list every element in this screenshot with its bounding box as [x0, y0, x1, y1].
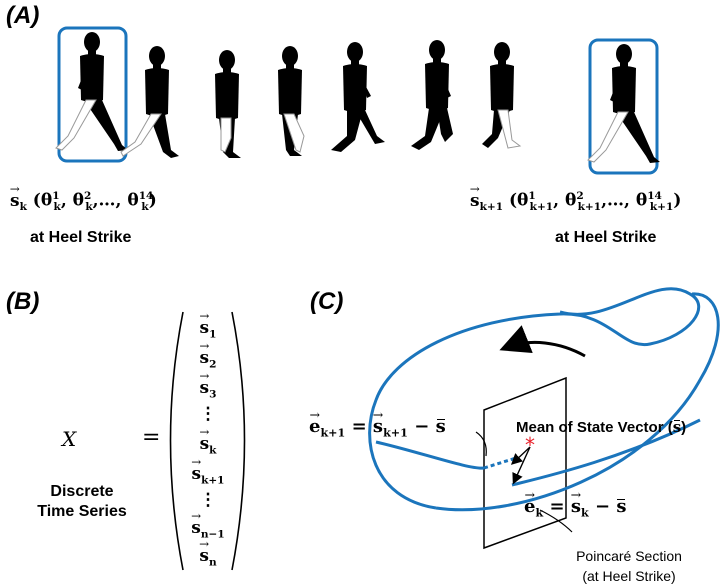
panel-b-label: (B) [6, 288, 40, 315]
mean-marker: * [525, 433, 535, 457]
orbit-back [511, 418, 701, 487]
discrete-caption-2: Time Series [37, 503, 127, 520]
panel-a-label: (A) [6, 2, 40, 29]
state-vector-k: sk (θ1k, θ2k,…, θ14k) [10, 190, 157, 213]
walker-3 [215, 50, 241, 158]
walker-7 [482, 42, 522, 149]
orbit-path-lower [435, 292, 720, 512]
mean-label: Mean of State Vector (s) [516, 418, 687, 436]
matrix-column: s1 s2 s3 ⋮ sk sk+1 ⋮ sn−1 sn [180, 312, 236, 572]
state-vector-k1: sk+1 (θ1k+1, θ2k+1,…, θ14k+1) [470, 190, 681, 213]
section-caption-2: (at Heel Strike) [582, 568, 676, 584]
error-eq-k: ek = sk − s [524, 496, 626, 520]
highlight-box-right [588, 38, 659, 175]
poincare-plane [483, 376, 567, 550]
matrix-row-k1: sk+1 [180, 464, 236, 486]
walker-5 [331, 42, 385, 152]
highlight-box-left [57, 26, 128, 163]
orbit-path [368, 287, 701, 510]
right-heel-strike-label: at Heel Strike [555, 229, 657, 246]
walker-6 [411, 40, 453, 150]
matrix-dots-1: ⋮ [199, 404, 217, 424]
section-caption-1: Poincaré Section [576, 548, 682, 564]
matrix-row-2: s2 [180, 348, 236, 370]
orbit-dashed [483, 456, 517, 470]
walker-1 [55, 32, 128, 151]
vec-s-k: s [10, 191, 20, 211]
leader-ek1 [475, 431, 487, 457]
matrix-row-1: s1 [180, 318, 236, 340]
walker-8 [587, 44, 660, 163]
discrete-caption-1: Discrete [50, 483, 114, 500]
equals-sign: = [142, 425, 161, 450]
matrix-dots-2: ⋮ [199, 490, 217, 510]
error-eq-k1: ek+1 = sk+1 − s [309, 416, 446, 440]
leader-section [539, 509, 573, 533]
matrix-row-3: s3 [180, 378, 236, 400]
panel-c-label: (C) [310, 288, 344, 315]
matrix-row-k: sk [180, 434, 236, 456]
matrix-lhs: X [62, 427, 77, 451]
walker-2 [120, 46, 179, 158]
error-vector-k [512, 446, 531, 485]
walker-4 [278, 46, 305, 156]
error-vector-k1 [510, 446, 531, 465]
matrix-row-n: sn [180, 546, 236, 568]
direction-arrow [499, 325, 586, 358]
left-heel-strike-label: at Heel Strike [30, 229, 132, 246]
orbit-front [375, 440, 485, 470]
